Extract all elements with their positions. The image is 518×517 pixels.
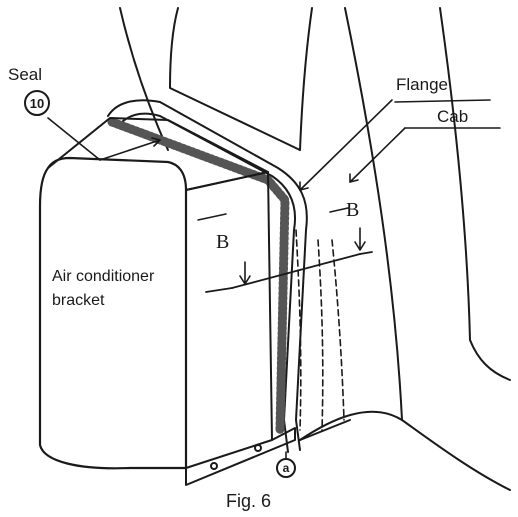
base-bolt-1 [210, 462, 218, 470]
flange-lower-edge [299, 419, 351, 441]
seal-leader-arrow [151, 137, 161, 147]
seal-label: Seal [8, 65, 43, 84]
seal-number: 10 [29, 95, 45, 111]
flange-dashed-1 [295, 229, 302, 431]
flange-label: Flange [396, 75, 448, 94]
flange-leader-arrow [299, 181, 309, 191]
cab-label: Cab [437, 107, 469, 126]
bracket-side [185, 171, 273, 469]
section-line [231, 253, 361, 289]
flange-pointer-line [394, 99, 491, 103]
flange-inner [117, 112, 296, 453]
cab-window-right [299, 7, 313, 151]
base-bolt-2 [254, 444, 262, 452]
seal-leader-2 [99, 139, 161, 161]
seal-leader-1 [47, 117, 101, 161]
bracket-base-plate [185, 427, 296, 486]
cab-corner [469, 339, 511, 381]
cab-leader [349, 127, 406, 183]
cab-frame-outline-inner [169, 7, 301, 151]
cab-leader-arrow [349, 173, 359, 183]
section-label-left: B [216, 231, 230, 253]
section-tick-right [359, 251, 373, 255]
cab-lower-sweep [299, 410, 511, 491]
bracket-label-line1: Air conditioner [52, 268, 155, 285]
seal-number-badge: 10 [24, 90, 50, 116]
section-tick-left [205, 287, 233, 293]
cab-right-post [344, 7, 403, 421]
flange-outer [107, 99, 308, 451]
flange-dashed-3 [331, 239, 345, 421]
section-label-right: B [346, 199, 360, 221]
cab-far-right [439, 7, 471, 341]
bracket-label: Air conditioner bracket [52, 265, 180, 313]
seal-band [107, 117, 290, 435]
marker-badge: a [276, 458, 296, 478]
flange-dashed-2 [317, 239, 324, 431]
figure-caption: Fig. 6 [226, 491, 272, 511]
marker-letter: a [282, 461, 290, 475]
section-arrow-left [239, 261, 251, 285]
section-arrow-right [354, 227, 366, 251]
bracket-label-line2: bracket [52, 292, 105, 309]
flange-leader [299, 99, 393, 191]
bracket-front [38, 156, 188, 470]
section-short-dash [197, 213, 227, 221]
section-short-dash-2 [329, 207, 349, 213]
